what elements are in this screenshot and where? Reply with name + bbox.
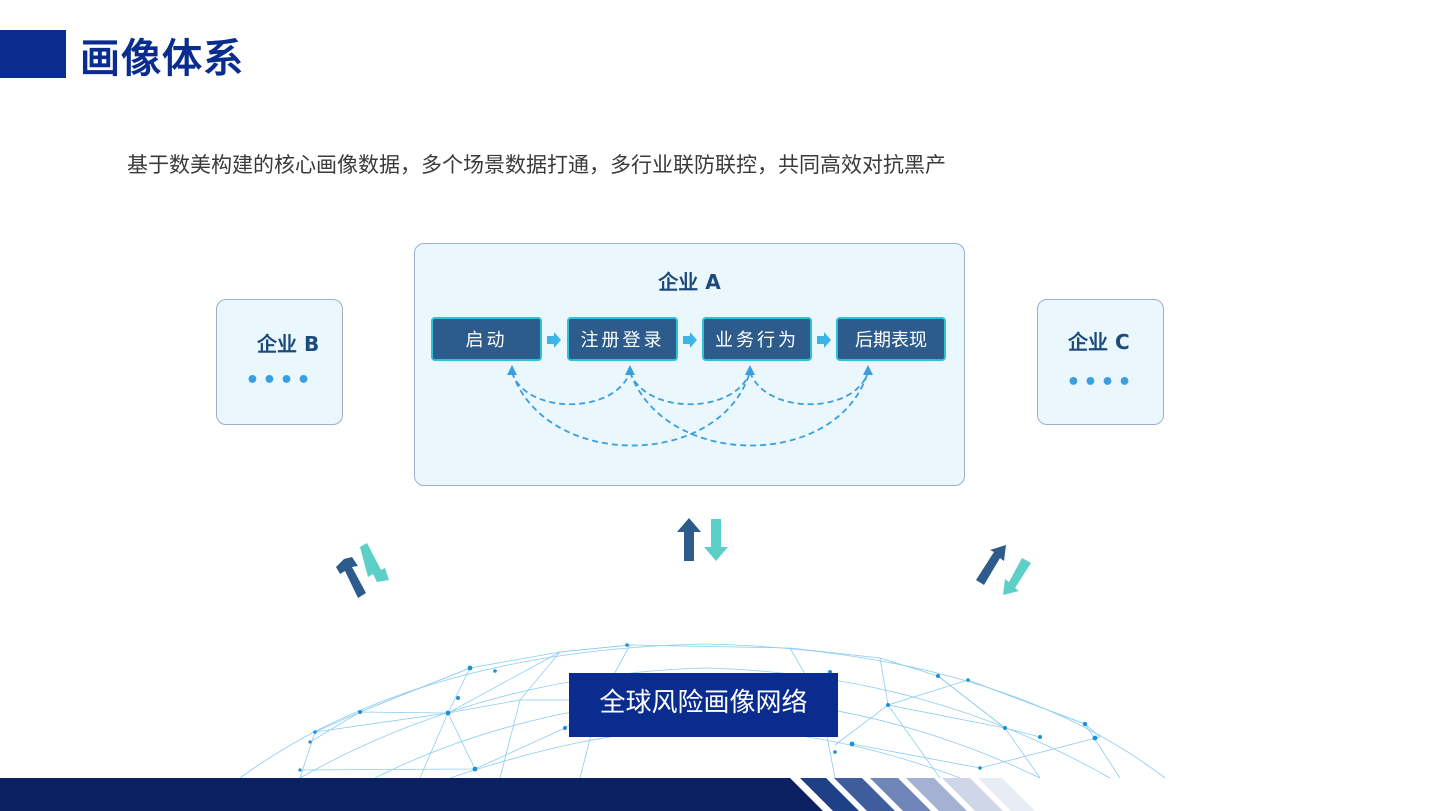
right-arrow-icon — [547, 332, 561, 348]
arc-arrowhead-icon — [863, 365, 873, 375]
exchange-arrows-left-icon — [336, 543, 389, 598]
arc-arrowhead-icon — [507, 365, 517, 375]
enterprise-c-box: 企业 C •••• — [1037, 299, 1164, 425]
footer-band — [0, 778, 1440, 811]
enterprise-b-label: 企业 B — [257, 332, 320, 356]
arc-arrowhead-icon — [625, 365, 635, 375]
enterprise-c-label: 企业 C — [1068, 330, 1130, 354]
right-arrow-icon — [683, 332, 697, 348]
global-risk-network-label: 全球风险画像网络 — [569, 673, 838, 737]
enterprise-b-more: •••• — [245, 368, 314, 393]
enterprise-a-label: 企业 A — [658, 270, 721, 294]
exchange-arrows-right-icon — [976, 545, 1031, 595]
flow-step-business-behavior: 业务行为 — [702, 317, 812, 361]
right-arrow-icon — [817, 332, 831, 348]
enterprise-a-box: 企业 A — [414, 243, 965, 486]
flow-step-launch: 启动 — [431, 317, 542, 361]
flow-step-register-login: 注册登录 — [567, 317, 678, 361]
flow-step-later-performance: 后期表现 — [836, 317, 946, 361]
exchange-arrows-center-icon — [677, 518, 728, 561]
page-subtitle: 基于数美构建的核心画像数据，多个场景数据打通，多行业联防联控，共同高效对抗黑产 — [127, 153, 946, 177]
enterprise-b-box: 企业 B •••• — [216, 299, 343, 425]
globe-network-nodes — [298, 643, 1098, 772]
title-accent-bar — [0, 30, 66, 78]
dashed-relation-arcs — [511, 371, 869, 447]
enterprise-c-more: •••• — [1066, 370, 1135, 395]
arc-arrowhead-icon — [745, 365, 755, 375]
page-title: 画像体系 — [80, 36, 244, 82]
